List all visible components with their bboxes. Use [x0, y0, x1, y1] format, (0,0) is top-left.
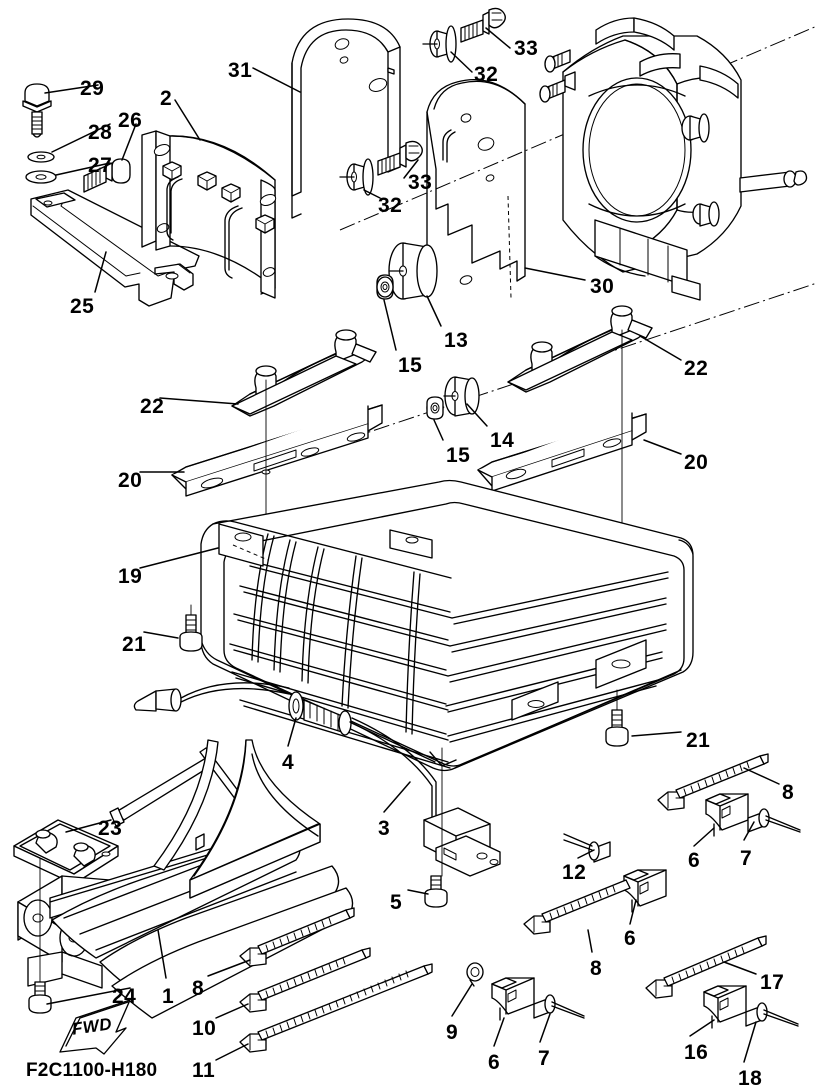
leader-lines	[44, 27, 780, 1063]
part-26-bolt	[83, 158, 131, 193]
part-17-band	[645, 935, 767, 999]
callout-20-engine-mount-plate: 20	[684, 451, 709, 474]
fwd-orientation-marker	[59, 999, 131, 1055]
part-31-bulkhead-panel	[291, 18, 401, 219]
callout-32-collar-grommet: 32	[474, 63, 499, 86]
part-33-bolt-lower	[377, 140, 423, 176]
part-21-bolt-left	[179, 604, 203, 652]
callout-13-damper-collar-large: 13	[444, 329, 469, 352]
part-16-clamp	[703, 985, 747, 1029]
callout-14-damper-collar-small: 14	[490, 429, 515, 452]
part-15-lock-nut-upper	[376, 274, 394, 300]
part-27-rubber-washer	[25, 170, 57, 184]
part-24-bumper-bolt	[28, 857, 52, 1014]
part-20-engine-mount-plate-right	[477, 412, 647, 492]
callout-17-plastic-band: 17	[760, 971, 785, 994]
callout-6-wire-clamp: 6	[624, 927, 637, 950]
callout-32-collar-grommet: 32	[378, 194, 403, 217]
assembly-axis	[339, 25, 817, 231]
part-8-band-b	[523, 879, 631, 935]
callout-21-bed-mounting-bolt: 21	[122, 633, 147, 656]
part-25-lower-support-bar	[30, 189, 200, 307]
part-22-engine-mount-right	[507, 305, 653, 393]
part-13-damper-collar-large	[388, 242, 438, 300]
callout-26-bolt-with-washer: 26	[118, 109, 143, 132]
part-18-pin	[745, 1002, 799, 1027]
part-21-bolt-right	[605, 689, 629, 747]
part-32-collar-lower	[339, 158, 374, 196]
callout-4-cable-grommet: 4	[282, 751, 295, 774]
engine-housing-assembly	[539, 17, 808, 301]
part-32-collar-upper	[422, 25, 457, 63]
hull-fin-bracket	[153, 739, 321, 899]
part-29-flange-bolt	[22, 83, 52, 138]
part-7-pin-a	[747, 808, 801, 833]
callout-12-pin-rivet: 12	[562, 861, 587, 884]
callout-10-plastic-band: 10	[192, 1017, 217, 1040]
part-6-clamp-a	[705, 793, 749, 837]
callout-6-wire-clamp: 6	[688, 849, 701, 872]
callout-15-lock-nut: 15	[446, 444, 471, 467]
callout-9-clip-ring: 9	[446, 1021, 459, 1044]
callout-8-plastic-band: 8	[590, 957, 603, 980]
part-6-clamp-b	[623, 869, 667, 913]
part-5-cable-clamp-bolt	[424, 875, 448, 908]
callout-3-battery-cable: 3	[378, 817, 391, 840]
part-7-pin-b	[533, 994, 585, 1019]
callout-27-rubber-washer: 27	[88, 154, 113, 177]
part-33-bolt-upper	[460, 7, 506, 43]
callout-25-lower-support-bar: 25	[70, 295, 95, 318]
part-11-band	[239, 963, 433, 1053]
part-14-damper-collar-small	[443, 376, 480, 417]
diagram-code-label: F2C1100-H180	[26, 1060, 158, 1081]
callout-20-engine-mount-plate: 20	[118, 469, 143, 492]
part-30-engine-housing-bracket	[426, 78, 526, 285]
callout-21-bed-mounting-bolt: 21	[686, 729, 711, 752]
callout-15-lock-nut: 15	[398, 354, 423, 377]
callout-24-bumper-mounting-bolt: 24	[112, 985, 137, 1008]
callout-18-grommet-pin: 18	[738, 1067, 763, 1090]
callout-2-engine-mount-bracket: 2	[160, 87, 173, 110]
callout-16-wire-clamp: 16	[684, 1041, 709, 1064]
callout-6-wire-clamp: 6	[488, 1051, 501, 1074]
callout-7-grommet-pin: 7	[538, 1047, 551, 1070]
callout-29-flange-bolt: 29	[80, 77, 105, 100]
part-28-plain-washer	[27, 151, 55, 163]
callout-19-engine-bed: 19	[118, 565, 143, 588]
callout-1-engine-bed-rail: 1	[162, 985, 175, 1008]
callout-22-engine-mount-upper: 22	[684, 357, 709, 380]
callout-8-plastic-band: 8	[782, 781, 795, 804]
callout-11-plastic-band: 11	[192, 1059, 216, 1082]
callout-30-engine-housing-bracket: 30	[590, 275, 615, 298]
part-23-spar	[109, 757, 215, 827]
part-8-band-a	[657, 753, 769, 811]
part-12-pin	[563, 833, 611, 863]
part-20-engine-mount-plate-left	[171, 404, 383, 497]
callout-5-cable-clamp-bolt: 5	[390, 891, 403, 914]
callout-28-plain-washer: 28	[88, 121, 113, 144]
callout-7-grommet-pin: 7	[740, 847, 753, 870]
callout-31-bulkhead-panel: 31	[228, 59, 253, 82]
callout-33-hex-flange-bolt: 33	[514, 37, 539, 60]
callout-33-hex-flange-bolt: 33	[408, 171, 433, 194]
part-3-battery-cable	[133, 682, 501, 877]
part-10-band	[239, 947, 371, 1013]
callout-22-engine-mount-upper: 22	[140, 395, 165, 418]
callout-23-bumper-rubber-upper: 23	[98, 817, 123, 840]
part-2-engine-mount-bracket	[141, 130, 277, 299]
part-22-engine-mount-left	[231, 329, 377, 417]
part-9-clip-ring	[466, 962, 484, 987]
part-6-clamp-c	[491, 977, 535, 1021]
part-15-lock-nut-lower	[426, 396, 444, 420]
callout-8-plastic-band: 8	[192, 977, 205, 1000]
